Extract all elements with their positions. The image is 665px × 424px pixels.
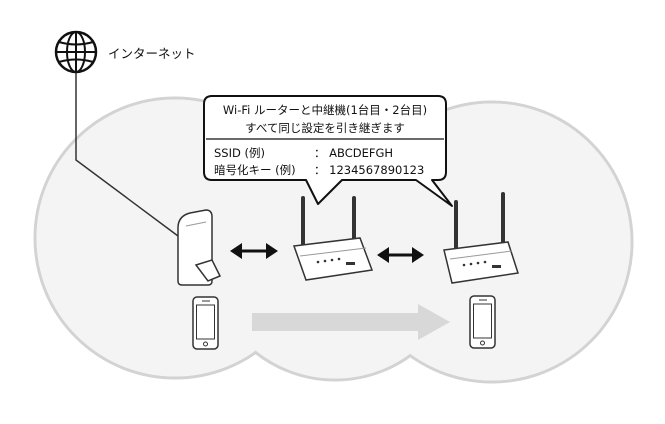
link-arrow-repeater1-repeater2 [377,247,424,263]
ssid-value: ： ABCDEFGH [314,146,393,160]
internet-label: インターネット [108,46,196,61]
ssid-label: SSID (例) [214,146,265,160]
repeater-1-icon [292,196,374,281]
internet-connection-line [75,72,179,237]
callout-title-line2: すべて同じ設定を引き継ぎます [245,121,405,135]
movement-arrow [252,304,450,340]
encryption-key-value: ： 1234567890123 [314,163,424,177]
callout-title-line1: Wi-Fi ルーターと中継機(1台目・2台目) [223,103,427,117]
globe-icon [54,30,98,74]
link-arrow-router-repeater1 [230,243,278,259]
settings-callout [203,95,453,207]
repeater-2-icon [443,192,519,284]
smartphone-1-icon [192,296,219,350]
smartphone-2-icon [469,295,496,349]
encryption-key-label: 暗号化キー (例) [214,163,296,177]
router-icon [177,209,222,286]
